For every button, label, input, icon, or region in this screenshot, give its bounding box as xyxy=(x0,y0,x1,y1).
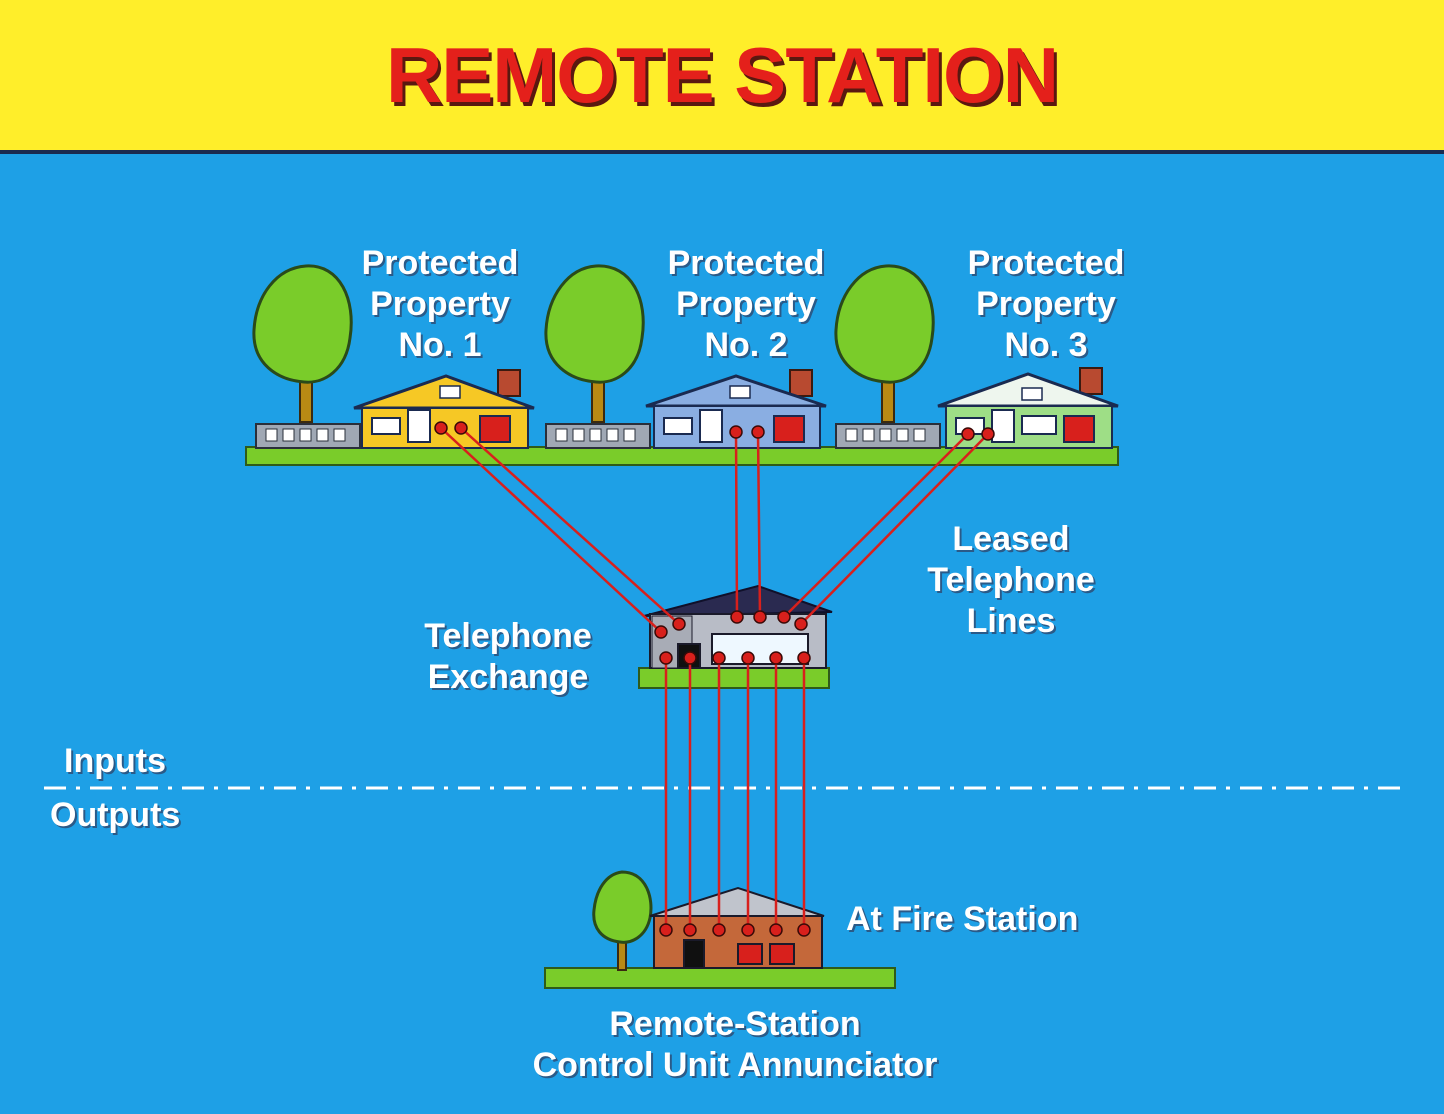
wire-terminal xyxy=(683,923,697,937)
telephone-line xyxy=(734,431,739,618)
telephone-exchange-label-line1: Telephone xyxy=(424,617,592,655)
wire-terminal xyxy=(797,923,811,937)
fire-station-label: At Fire Station xyxy=(846,900,1079,938)
title-banner: REMOTE STATION xyxy=(0,0,1444,154)
annunciator-label-line1: Remote-Station xyxy=(609,1005,861,1043)
wire-terminal xyxy=(797,651,811,665)
ground-strip-exchange xyxy=(638,667,830,689)
wire-terminal xyxy=(961,427,975,441)
fence-icon xyxy=(835,423,941,449)
leased-lines-label-line3: Lines xyxy=(966,602,1056,640)
wire-terminal xyxy=(672,617,686,631)
leased-lines-label-line2: Telephone xyxy=(927,561,1095,599)
wire-terminal xyxy=(769,651,783,665)
property-3-label-line1: Protected xyxy=(967,244,1125,282)
outputs-label: Outputs xyxy=(50,796,181,834)
property-2-label: Protected Property No. 2 xyxy=(636,243,856,366)
wire-terminal xyxy=(659,923,673,937)
telephone-line xyxy=(440,427,662,633)
property-1-label-line3: No. 1 xyxy=(398,326,482,364)
property-3-label: Protected Property No. 3 xyxy=(936,243,1156,366)
telephone-line xyxy=(756,431,762,618)
wire-terminal xyxy=(981,427,995,441)
wire-terminal xyxy=(777,610,791,624)
wire-terminal xyxy=(683,651,697,665)
property-2-label-line2: Property xyxy=(676,285,816,323)
telephone-line xyxy=(783,433,969,618)
wire-terminal xyxy=(659,651,673,665)
property-1-label-line2: Property xyxy=(370,285,510,323)
house-icon-property-1 xyxy=(353,369,535,449)
wire-terminal xyxy=(434,421,448,435)
property-2-label-line1: Protected xyxy=(667,244,825,282)
telephone-exchange-label: Telephone Exchange xyxy=(398,616,618,698)
telephone-line xyxy=(800,433,989,625)
wire-terminal xyxy=(730,610,744,624)
wire-terminal xyxy=(741,651,755,665)
tree-icon xyxy=(834,264,935,423)
wire-terminals xyxy=(434,421,995,937)
tree-icon xyxy=(592,870,653,971)
fire-station-building-icon xyxy=(649,886,825,969)
wire-terminal xyxy=(712,923,726,937)
property-3-label-line3: No. 3 xyxy=(1004,326,1088,364)
telephone-line xyxy=(460,427,680,625)
tree-icon xyxy=(544,264,645,423)
property-3-label-line2: Property xyxy=(976,285,1116,323)
page-title: REMOTE STATION xyxy=(385,31,1059,119)
exchange-to-fire-station-lines xyxy=(664,658,806,930)
wire-terminal xyxy=(753,610,767,624)
wire-terminal xyxy=(741,923,755,937)
wire-terminal xyxy=(751,425,765,439)
inputs-label: Inputs xyxy=(64,742,166,780)
annunciator-label-line2: Control Unit Annunciator xyxy=(532,1046,938,1084)
wire-terminal xyxy=(712,651,726,665)
wire-terminal xyxy=(654,625,668,639)
leased-telephone-lines xyxy=(440,427,989,633)
telephone-exchange-label-line2: Exchange xyxy=(427,658,589,696)
wire-terminal xyxy=(794,617,808,631)
fence-icon xyxy=(255,423,361,449)
fence-icon xyxy=(545,423,651,449)
ground-strip-properties xyxy=(245,446,1119,466)
annunciator-label: Remote-Station Control Unit Annunciator xyxy=(470,1004,1000,1086)
ground-strip-fire-station xyxy=(544,967,896,989)
tree-icon xyxy=(252,264,353,423)
property-1-label-line1: Protected xyxy=(361,244,519,282)
property-2-label-line3: No. 2 xyxy=(704,326,788,364)
house-icon-property-3 xyxy=(937,367,1119,449)
property-1-label: Protected Property No. 1 xyxy=(330,243,550,366)
wire-terminal xyxy=(454,421,468,435)
wire-terminal xyxy=(769,923,783,937)
wire-terminal xyxy=(729,425,743,439)
leased-lines-label-line1: Leased xyxy=(952,520,1070,558)
leased-lines-label: Leased Telephone Lines xyxy=(896,519,1126,642)
